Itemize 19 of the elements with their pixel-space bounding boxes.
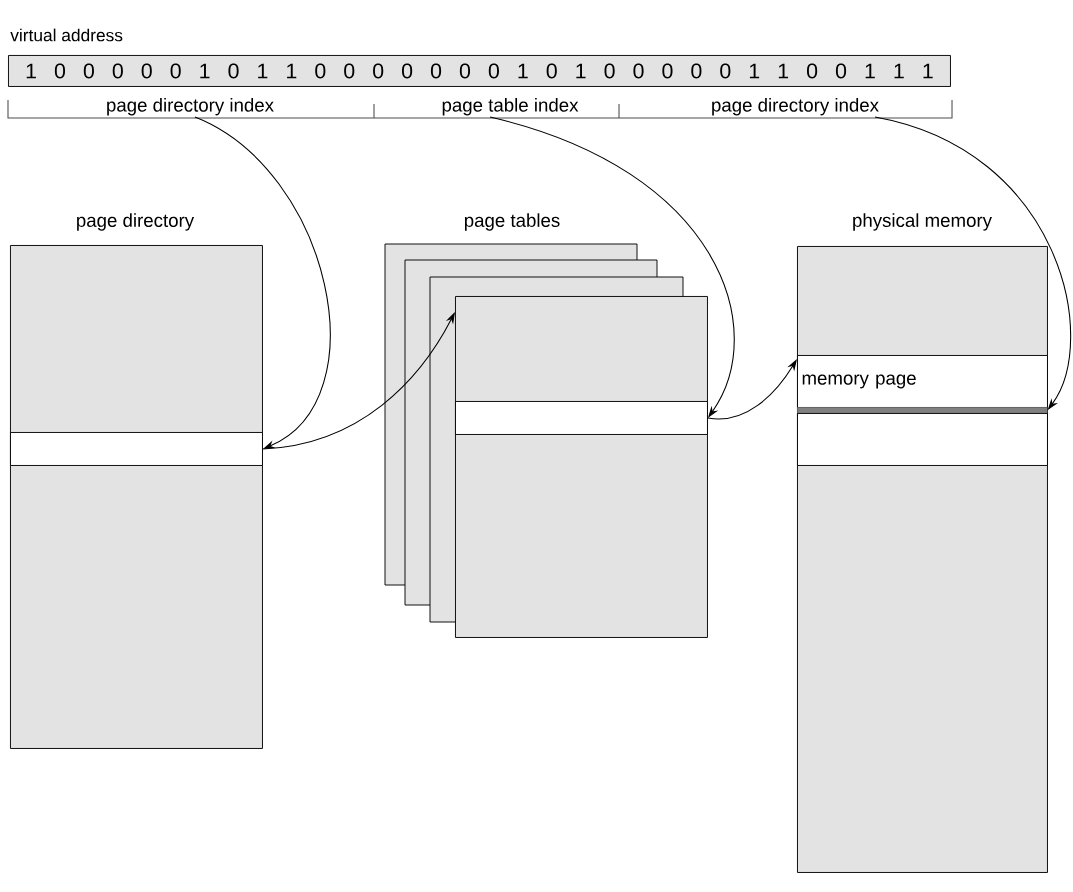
arrow	[194, 116, 331, 449]
field-label: page directory index	[712, 98, 879, 116]
field-label: page directory index	[107, 98, 274, 116]
table-entry	[797, 413, 1048, 466]
arrow	[707, 359, 797, 420]
node-label: page directory	[77, 213, 195, 231]
arrow	[489, 116, 735, 418]
memory-page: memory page	[797, 355, 1048, 408]
table-entry	[455, 401, 708, 435]
page-offset-bar	[797, 407, 1048, 414]
node-label: page tables	[464, 213, 560, 231]
node-label: physical memory	[853, 213, 992, 231]
arrow	[262, 312, 455, 450]
table-entry	[10, 432, 263, 466]
page-table-stack-drawing: page tables	[384, 213, 708, 638]
register-box: virtual address 1 0 0 0 0 0 1 0 1 1 0 0 0 0 0 0 0 1 0 1 0 0 0 0 0 1 1 0 0 1 1 1	[8, 28, 951, 87]
node-label: virtual address	[10, 28, 123, 42]
memory-table-box: page directory	[10, 213, 263, 749]
field-label: page table index	[442, 98, 579, 116]
